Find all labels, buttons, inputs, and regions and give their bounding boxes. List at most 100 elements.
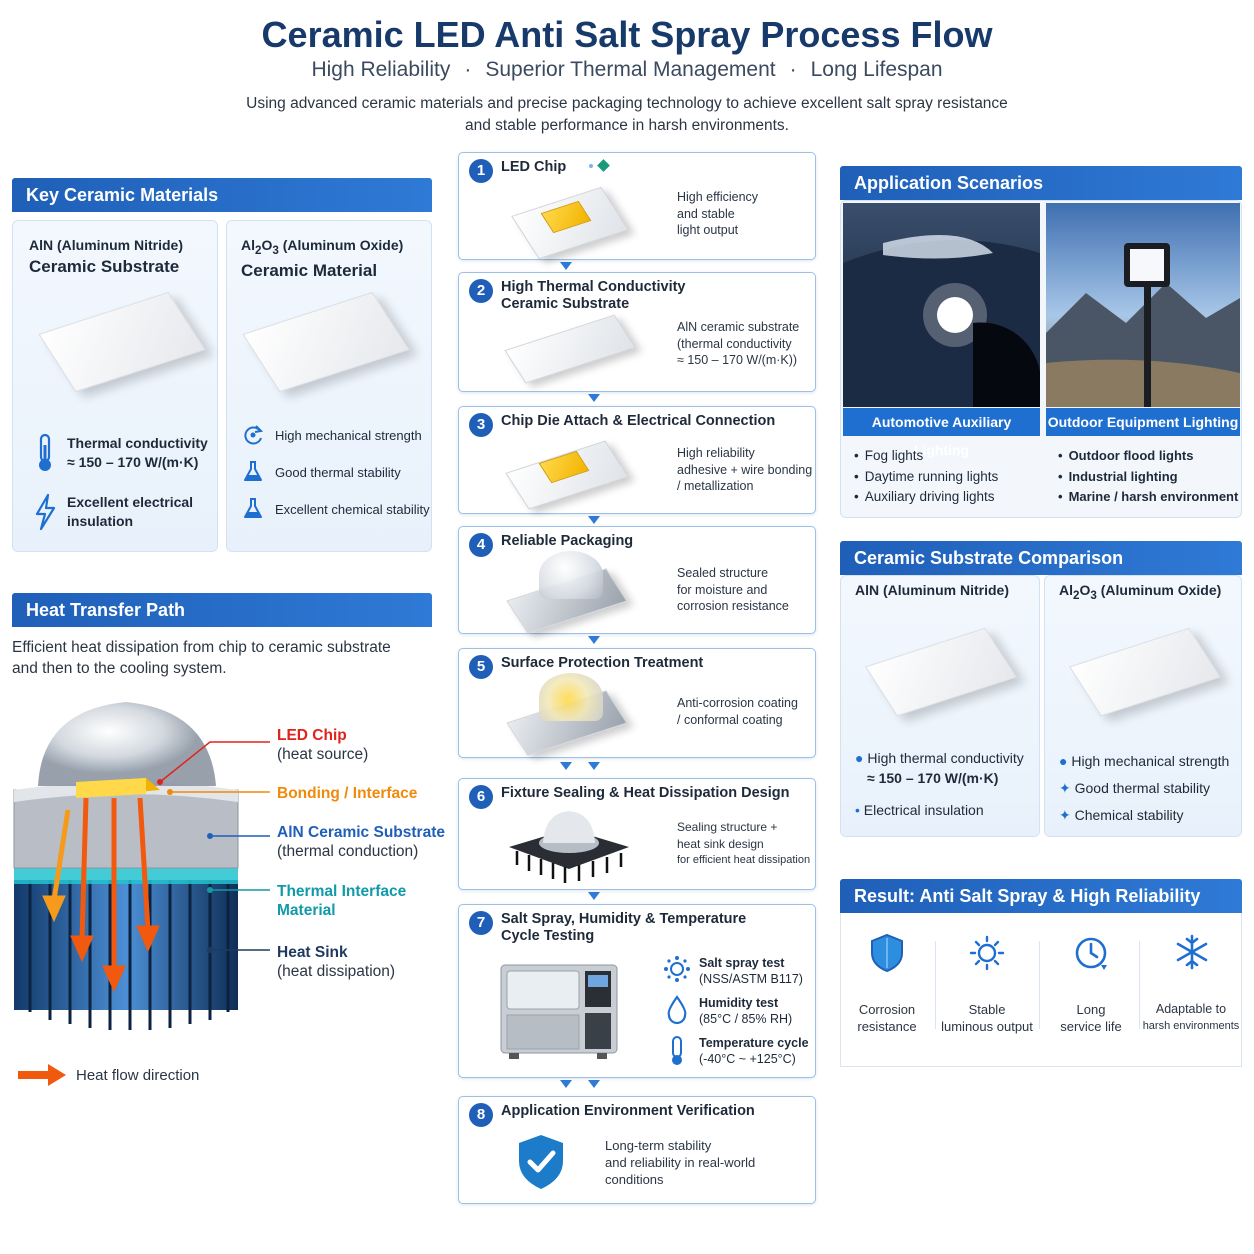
led-dome-image: [38, 702, 216, 786]
subtitle-item: Long Lifespan: [810, 58, 943, 81]
result-text: Corrosion: [858, 1002, 916, 1017]
step-desc-line: heat sink design: [677, 836, 764, 851]
heat-desc-line: and then to the cooling system.: [12, 660, 227, 677]
flow-arrow: [588, 892, 600, 900]
step-title-line: High Thermal Conductivity: [501, 279, 686, 295]
description-line: and stable performance in harsh environm…: [465, 117, 789, 134]
subtitle-separator: ·: [789, 58, 797, 81]
bullet-item: Fog lights: [854, 446, 998, 467]
result-text: resistance: [857, 1019, 917, 1034]
step-desc-line: adhesive + wire bonding: [677, 462, 813, 477]
al2o3-name: Al2O3 (Aluminum Oxide): [241, 237, 403, 257]
flow-arrow: [588, 516, 600, 524]
step-title-line: Surface Protection Treatment: [501, 655, 704, 671]
test-title: Humidity test: [699, 996, 779, 1010]
shield-check-icon: [519, 1135, 563, 1189]
label-title: Thermal Interface: [277, 883, 407, 900]
comparison-al2o3-name: Al2O3 (Aluminum Oxide): [1059, 582, 1221, 602]
step-title-line: Cycle Testing: [501, 928, 595, 944]
step-desc-line: conditions: [605, 1172, 664, 1187]
flow-arrow: [560, 1080, 572, 1088]
label-bonding: Bonding / Interface: [277, 784, 417, 803]
aln-type: Ceramic Substrate: [29, 257, 180, 276]
result-text: Stable: [968, 1002, 1006, 1017]
formula-part: (Aluminum Oxide): [278, 237, 404, 253]
label-aln-substrate: AlN Ceramic Substrate (thermal conductio…: [277, 823, 445, 861]
car-headlight-image: [843, 235, 1040, 407]
prop-text: insulation: [67, 513, 134, 529]
bullet-item: Outdoor flood lights: [1058, 446, 1238, 467]
flow-arrow: [560, 262, 572, 270]
subtitle-item: Superior Thermal Management: [485, 58, 776, 81]
formula-sub: 3: [1090, 588, 1097, 602]
step-desc-line: Sealing structure +: [677, 820, 778, 834]
test-title: Salt spray test: [699, 956, 785, 970]
al2o3-material-card: Al2O3 (Aluminum Oxide) Ceramic Material …: [226, 220, 432, 552]
step-title-line: Chip Die Attach & Electrical Connection: [501, 413, 776, 429]
prop-text: Thermal conductivity: [67, 435, 208, 451]
label-sub: (heat dissipation): [277, 963, 396, 980]
result-heading: Result: Anti Salt Spray & High Reliabili…: [840, 879, 1242, 913]
flow-arrow: [588, 1080, 600, 1088]
aln-substrate-image: [38, 291, 206, 393]
aln-name: AlN (Aluminum Nitride): [29, 237, 183, 253]
step-number: 2: [469, 279, 493, 303]
thermal-interface-layer: [14, 866, 238, 884]
substrate-image: [504, 314, 636, 384]
scenario-bullets-automotive: Fog lights Daytime running lights Auxili…: [854, 446, 999, 508]
flow-arrow: [588, 762, 600, 770]
step-desc-line: and stable: [677, 206, 735, 221]
flow-arrow: [588, 394, 600, 402]
test-title: Temperature cycle: [699, 1036, 809, 1050]
scenarios-heading: Application Scenarios: [840, 166, 1242, 200]
spray-icon: [664, 956, 690, 982]
droplet-icon: [667, 995, 687, 1025]
step-desc-line: High reliability: [677, 446, 755, 460]
shield-icon: [871, 933, 903, 973]
aln-prop-insulation: Excellent electrical insulation: [33, 493, 193, 531]
comparison-heading: Ceramic Substrate Comparison: [840, 541, 1242, 575]
step-title-line: Reliable Packaging: [501, 533, 634, 549]
bullet-dot-icon: ●: [855, 750, 868, 766]
heat-sink-image: [14, 880, 238, 1030]
bullet-dot-icon: •: [855, 802, 864, 818]
step-title: Application Environment Verification: [501, 1103, 755, 1120]
comparison-aln-name: AlN (Aluminum Nitride): [855, 582, 1009, 598]
result-text: service life: [1060, 1019, 1122, 1034]
prop-text: Excellent chemical stability: [275, 501, 430, 517]
scenario-label-automotive: Automotive Auxiliary Lighting: [843, 408, 1040, 458]
page-subtitle: High Reliability · Superior Thermal Manage…: [0, 58, 1254, 82]
flood-light-image: [1046, 243, 1240, 407]
al2o3-prop-thermal: Good thermal stability: [241, 460, 401, 484]
divider: [1139, 941, 1140, 1029]
step-number: 5: [469, 655, 493, 679]
comparison-al2o3-props: ● High mechanical strength ✦ Good therma…: [1059, 748, 1229, 829]
label-title: LED Chip: [277, 727, 347, 744]
prop-text: High mechanical strength: [1071, 753, 1230, 769]
prop-text: Excellent electrical: [67, 494, 194, 510]
subtitle-item: High Reliability: [311, 58, 451, 81]
coated-dome-image: [539, 673, 603, 721]
description-line: Using advanced ceramic materials and pre…: [246, 95, 1008, 112]
result-item-corrosion: Corrosion resistance: [837, 1001, 937, 1035]
flow-arrow: [560, 762, 572, 770]
flask-icon: [244, 461, 262, 481]
test-sub: (-40°C ~ +125°C): [699, 1052, 796, 1066]
label-title: Bonding / Interface: [277, 785, 418, 802]
process-step-5: 5 Surface Protection Treatment Anti-corr…: [458, 648, 816, 758]
snowflake-icon: [1176, 934, 1208, 970]
process-step-6: 6 Fixture Sealing & Heat Dissipation Des…: [458, 778, 816, 890]
step-desc-line: for efficient heat dissipation: [677, 854, 811, 866]
step-desc-line: ≈ 150 – 170 W/(m·K)): [677, 353, 798, 367]
formula-part: O: [261, 237, 273, 253]
bullet-dot-icon: ●: [1059, 753, 1072, 769]
label-led-chip: LED Chip (heat source): [277, 726, 368, 764]
bullet-item: Daytime running lights: [854, 467, 999, 488]
test-sub: (85°C / 85% RH): [699, 1012, 793, 1026]
